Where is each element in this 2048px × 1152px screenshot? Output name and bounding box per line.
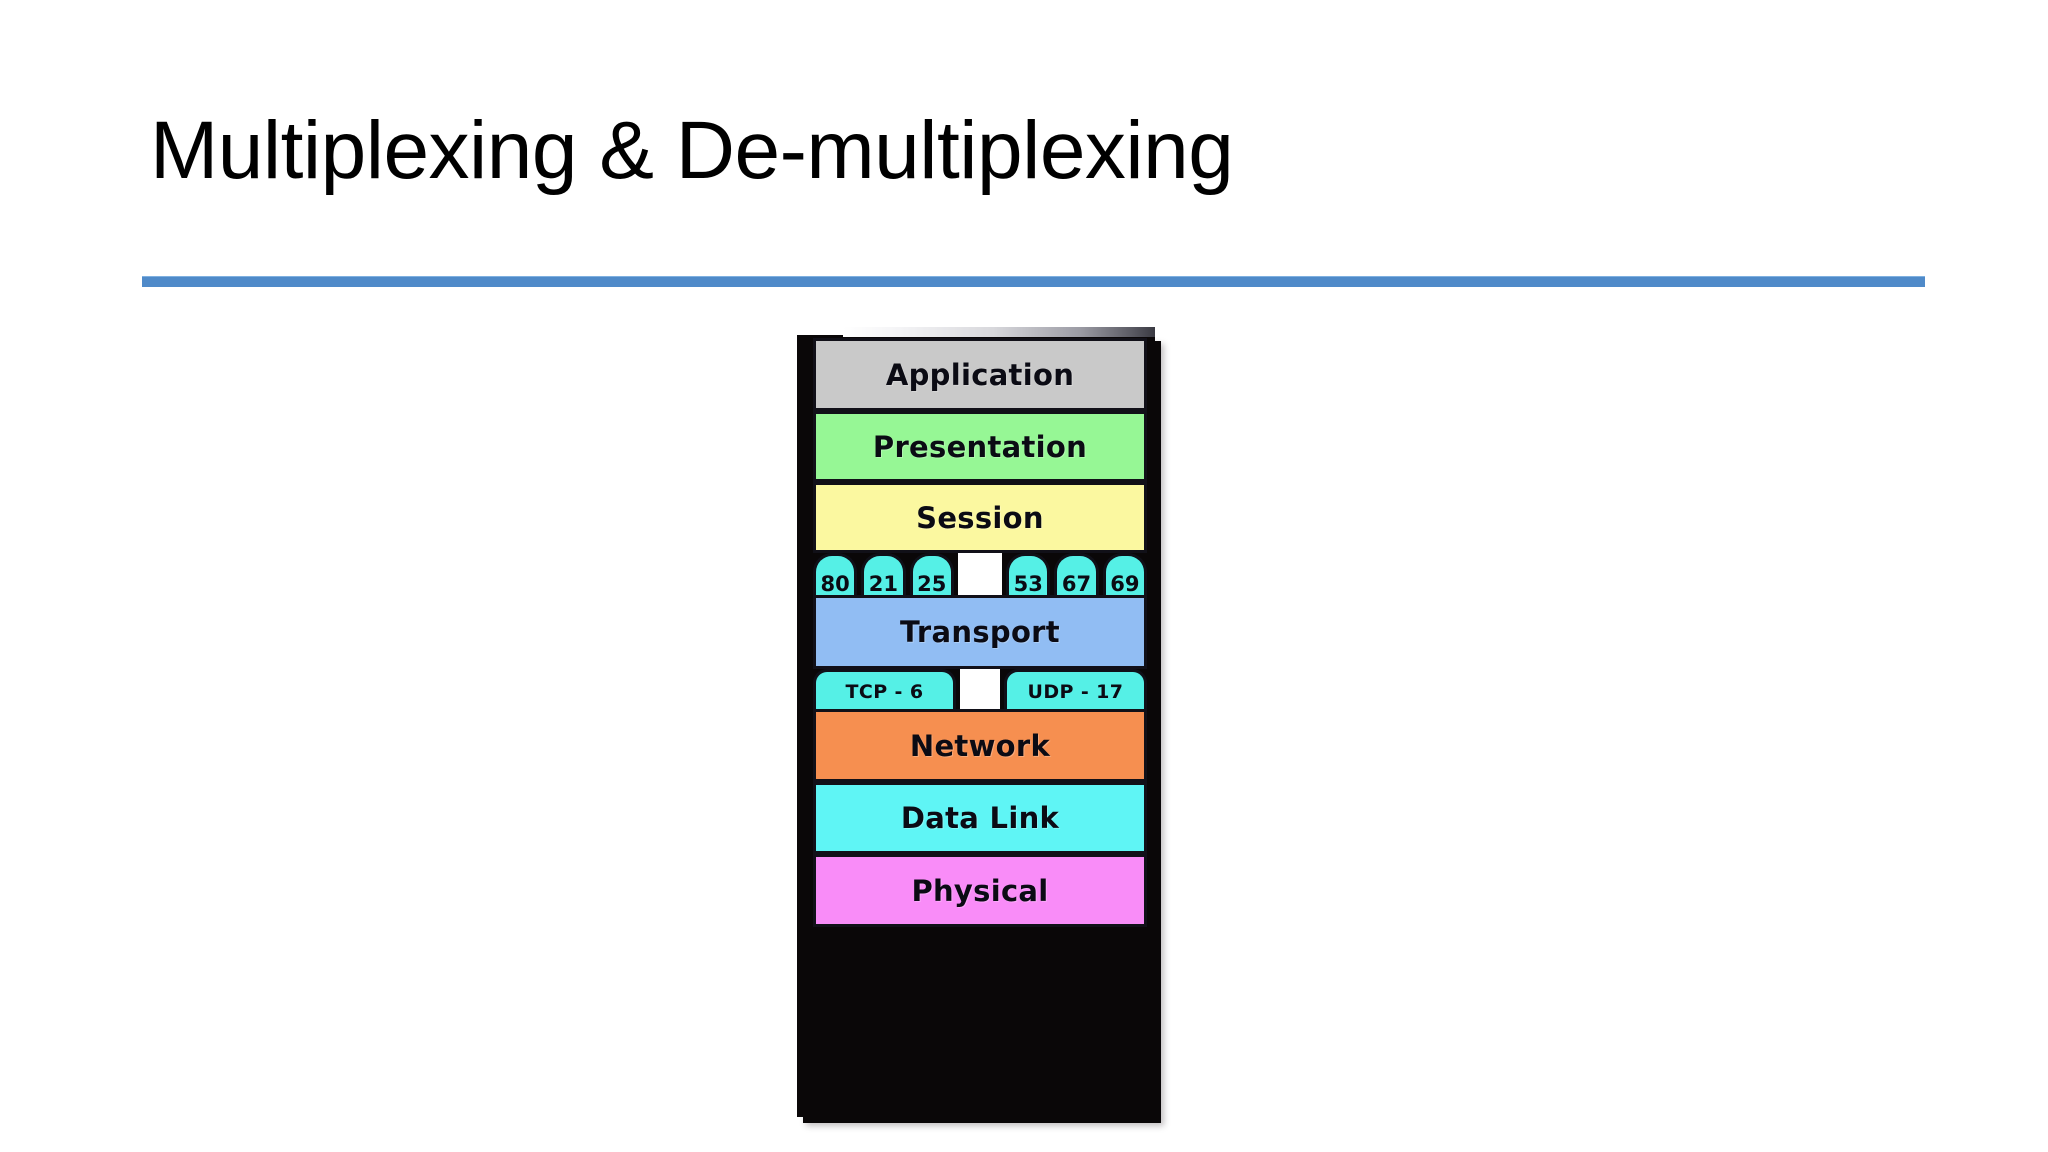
osi-layer-session: Session (813, 482, 1147, 553)
port-tab-25: 25 (909, 553, 954, 599)
protocol-tab-row: TCP - 6 UDP - 17 (813, 669, 1147, 711)
port-tab-blank (957, 553, 1003, 599)
port-tab-80: 80 (813, 553, 858, 599)
metallic-top-strip (843, 327, 1155, 337)
osi-layer-physical: Physical (813, 854, 1147, 927)
port-number-row: 80 21 25 53 67 69 (813, 553, 1147, 599)
protocol-tab-udp: UDP - 17 (1004, 669, 1147, 711)
osi-layer-data-link: Data Link (813, 782, 1147, 854)
osi-layer-transport: Transport (813, 595, 1147, 669)
osi-layer-stack: Application Presentation Session 80 21 2… (797, 327, 1171, 1127)
port-tab-21: 21 (861, 553, 906, 599)
osi-layer-application: Application (813, 338, 1147, 411)
port-tab-53: 53 (1006, 553, 1051, 599)
osi-stack-figure: Application Presentation Session 80 21 2… (797, 327, 1171, 1127)
page-title: Multiplexing & De-multiplexing (150, 105, 1234, 196)
osi-layer-presentation: Presentation (813, 411, 1147, 482)
port-tab-69: 69 (1102, 553, 1147, 599)
protocol-tab-tcp: TCP - 6 (813, 669, 956, 711)
osi-layer-network: Network (813, 709, 1147, 782)
protocol-tab-gap (960, 669, 1000, 711)
port-tab-67: 67 (1054, 553, 1099, 599)
title-divider (142, 276, 1925, 287)
